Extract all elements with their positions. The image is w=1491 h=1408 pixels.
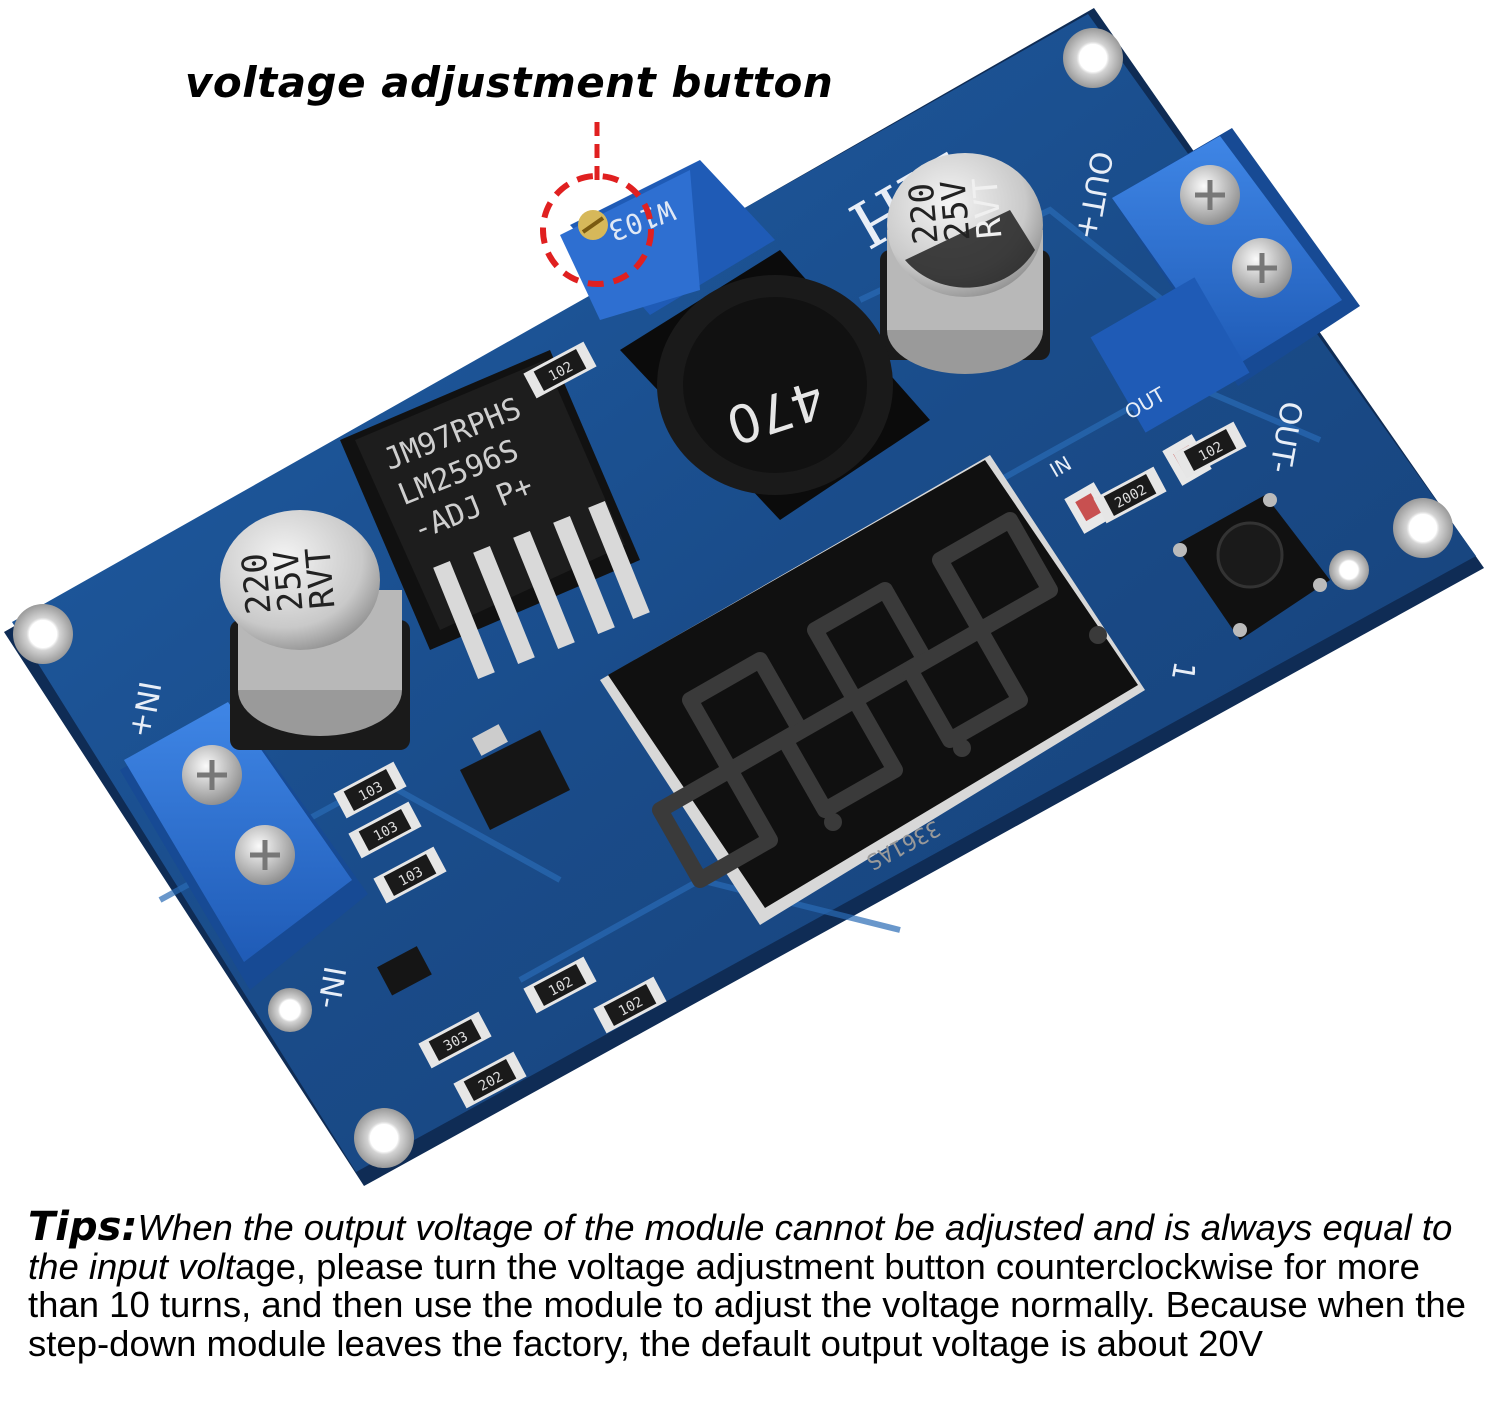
smd-resistor: 103 [373,846,447,904]
transistor-small [377,946,432,996]
cap-in-line1: 220 [235,551,280,616]
smd-resistor: 102 [1173,421,1247,479]
mounting-hole-right-2 [1329,550,1369,590]
tips-plain-text: age, please turn the voltage adjustment … [28,1245,1466,1364]
cap-in-line2: 25V [266,549,311,614]
cap-out-line3: RVT [965,176,1010,241]
tips-italic-text: When the output voltage of the module ca… [28,1207,1453,1287]
input-terminal-block [120,702,368,990]
in-minus-label: IN- [310,964,352,1012]
tips-label: Tips: [28,1204,138,1250]
capacitor-output: 220 25V RVT [880,153,1050,374]
smd-resistor: 102 [523,956,597,1014]
led-in [1064,482,1114,534]
callout-label: voltage adjustment button [185,58,834,107]
tips-paragraph: Tips:When the output voltage of the modu… [28,1207,1483,1364]
lm2596-chip: JM97RPHS LM2596S -ADJ P+ [340,350,650,680]
capacitor-input: 220 25V RVT [220,510,410,750]
callout-marker [540,122,654,287]
smd-resistor: 102 [593,976,667,1034]
smd-resistor: 103 [348,801,422,859]
smd-resistor: 103 [333,761,407,819]
mounting-hole-bottom [354,1108,414,1168]
cap-out-line2: 25V [933,178,978,243]
smd-resistor: 102 [523,341,597,399]
mounting-hole-bottom-left [268,988,312,1032]
mounting-hole-left [13,604,73,664]
output-terminal-block [1090,128,1360,433]
seven-segment-display: 3361AS [600,455,1145,925]
sot223-regulator [460,724,570,830]
push-button [1173,493,1330,640]
product-photo: MH OUT+ OUT- IN+ IN- 220 25V RVT [4,8,1484,1186]
inductor: 470 [620,250,930,520]
cap-out-line1: 220 [902,181,947,246]
cap-in-line3: RVT [298,546,343,611]
mounting-hole-right [1393,498,1453,558]
smd-resistor: 202 [453,1051,527,1109]
mounting-hole-top-right [1063,28,1123,88]
